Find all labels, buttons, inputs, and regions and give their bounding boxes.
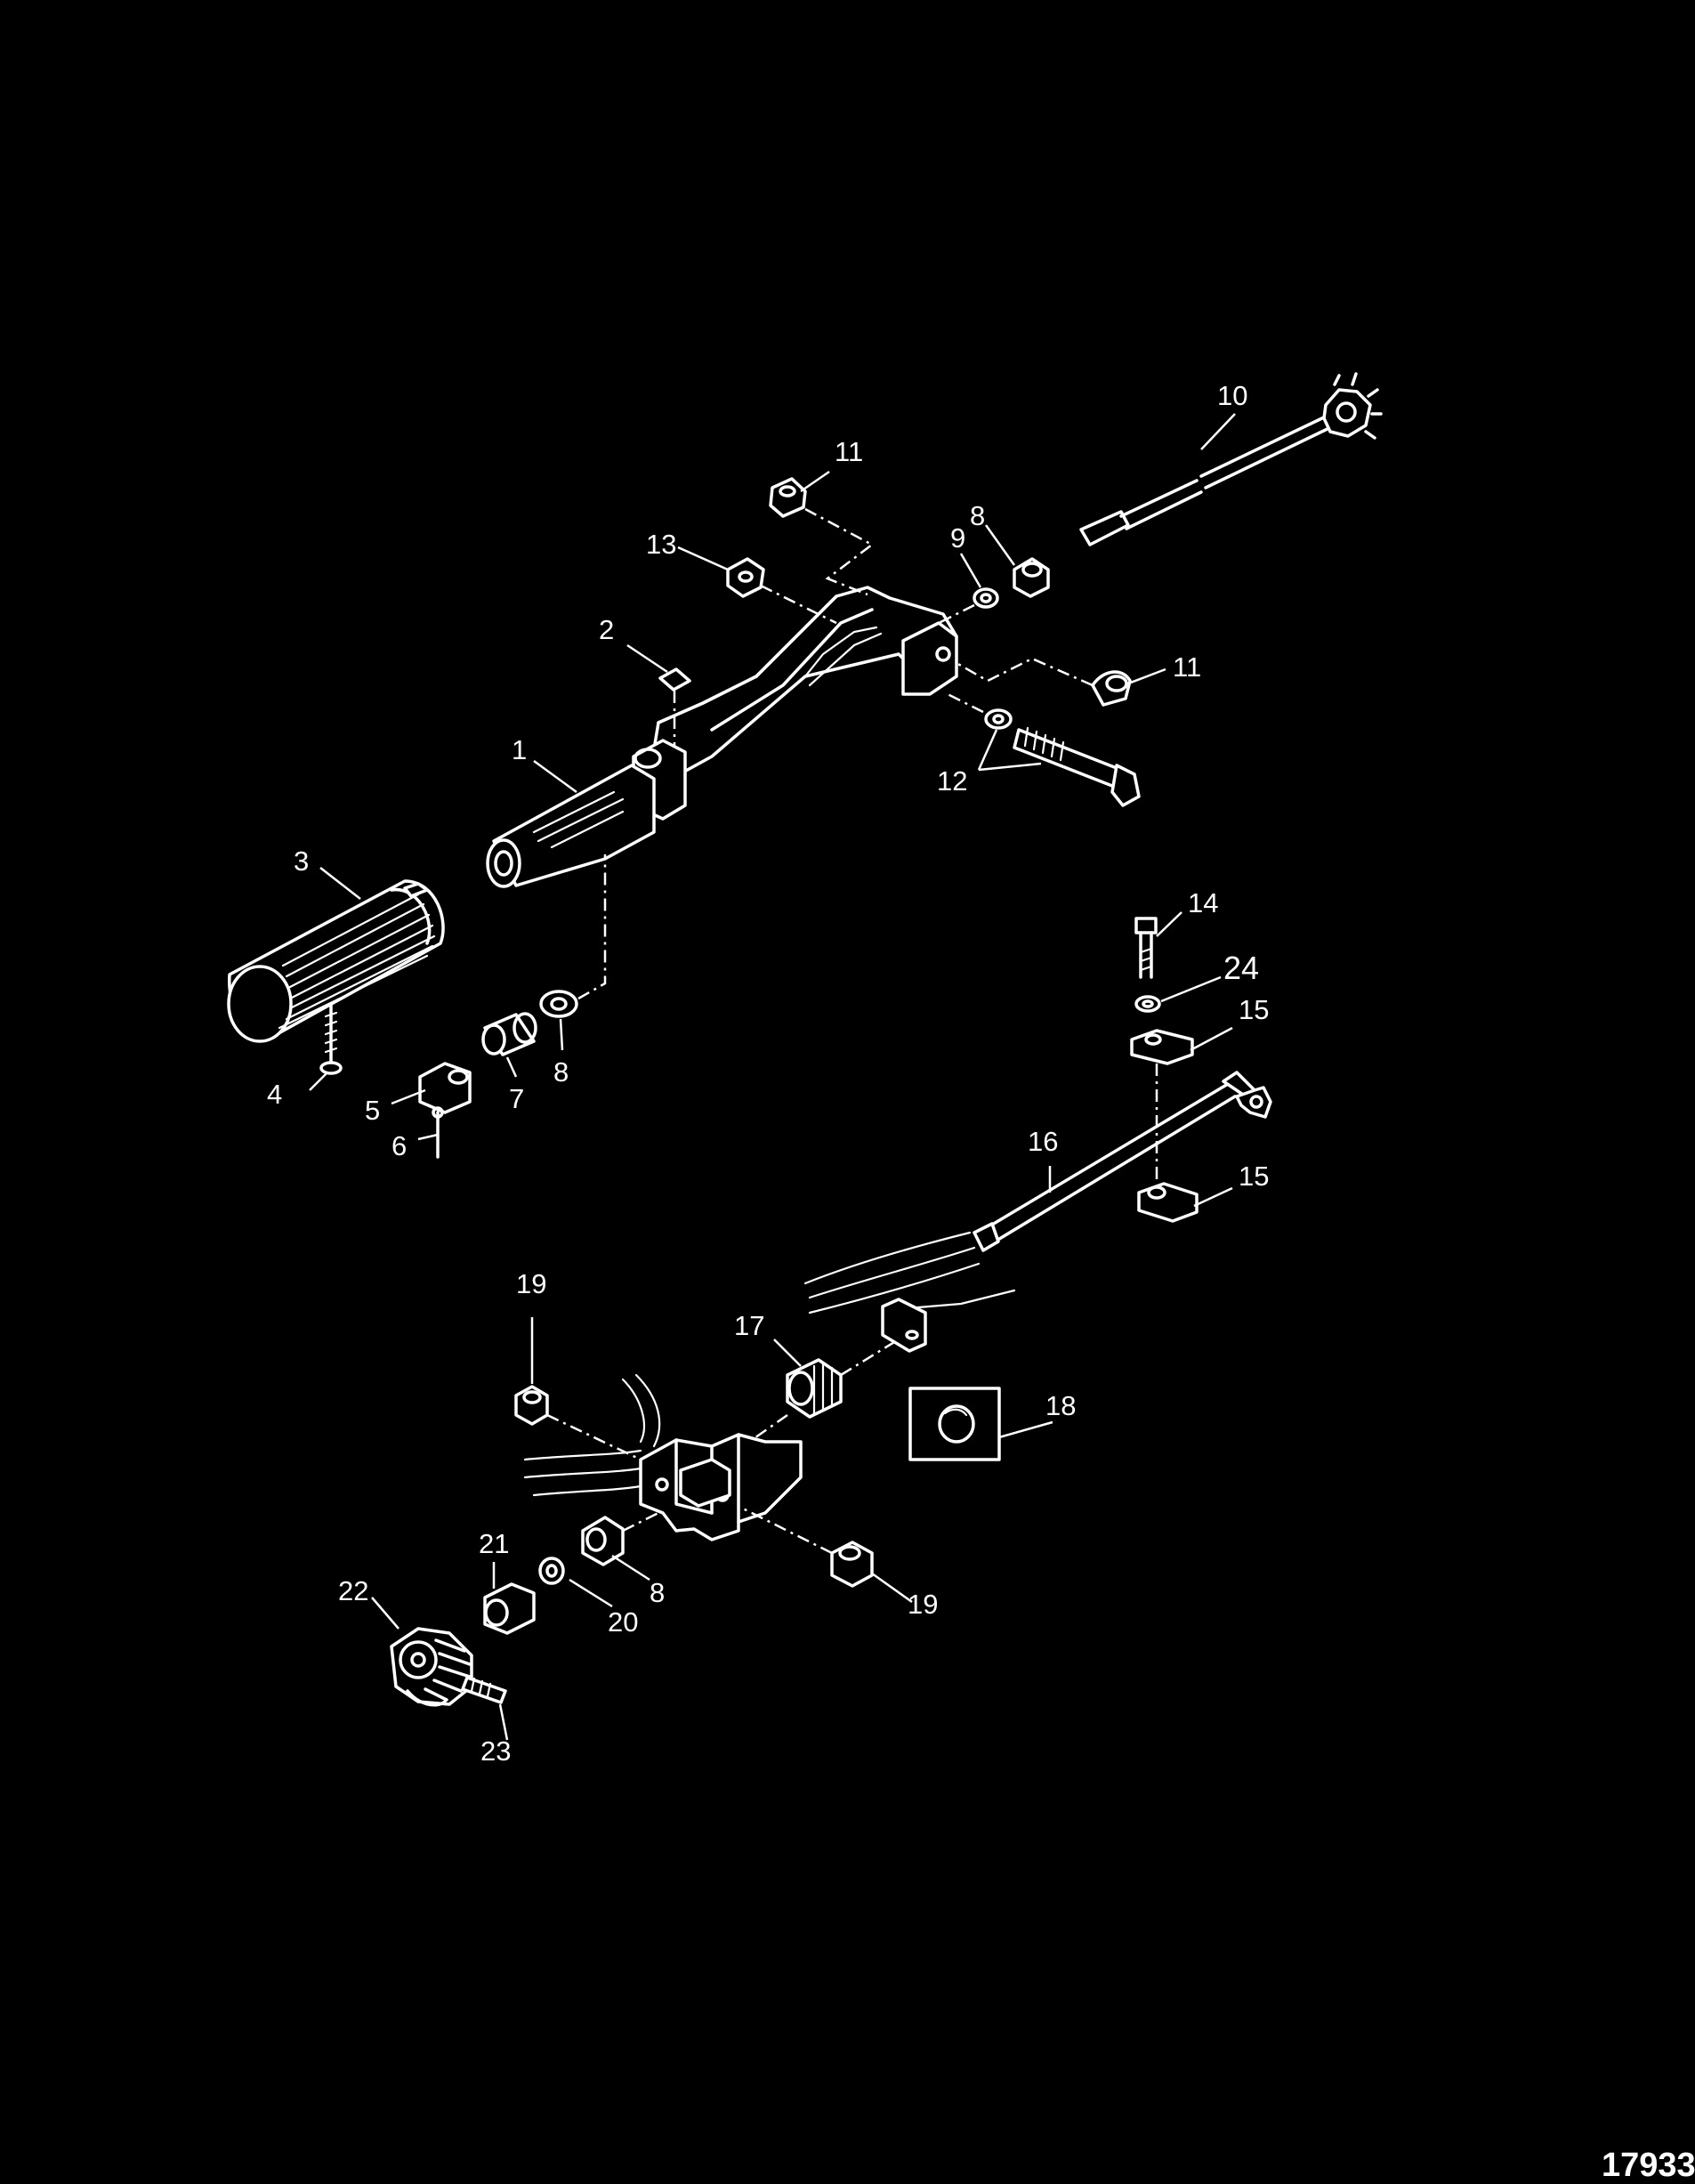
callout-2: 2: [599, 614, 614, 645]
rod-10: [1079, 372, 1383, 546]
screw-4: [319, 1004, 343, 1075]
screw-19-right: [742, 1507, 874, 1588]
callout-4: 4: [267, 1079, 282, 1110]
washer-20: [538, 1557, 565, 1585]
callout-7: 7: [509, 1083, 524, 1114]
callout-19-left: 19: [516, 1268, 546, 1299]
callout-11-top: 11: [835, 436, 863, 467]
callout-labels: 1 2 3 4 5 6 7 8 11 13 9 8 10 11 12 14 24…: [267, 380, 1269, 1767]
callout-19-right: 19: [908, 1589, 938, 1620]
leader-lines: [309, 413, 1236, 1741]
bracket: [639, 1433, 803, 1541]
callout-8-left: 8: [553, 1056, 569, 1088]
callout-3: 3: [294, 845, 309, 877]
link-block: [881, 1298, 927, 1353]
bolt-14: [1134, 917, 1158, 979]
callout-24: 24: [1223, 950, 1259, 986]
tiller-arm: [486, 586, 958, 888]
callout-12: 12: [937, 765, 967, 797]
screw-19-left: [514, 1385, 642, 1461]
bolt-12: [947, 692, 1141, 807]
callout-22: 22: [338, 1575, 368, 1606]
callout-6: 6: [391, 1130, 407, 1161]
part-5-block: [418, 1062, 472, 1159]
bushing-21: [483, 1582, 536, 1635]
lever-arm-lines: [523, 1231, 1016, 1497]
callout-15-lower: 15: [1239, 1161, 1269, 1192]
callout-1: 1: [512, 734, 527, 765]
callout-8-top: 8: [970, 500, 985, 531]
washer-24: [1134, 995, 1161, 1013]
callout-5: 5: [365, 1095, 380, 1126]
washer-9: [929, 587, 999, 629]
screw-11-top: [769, 477, 875, 596]
callout-13: 13: [646, 529, 676, 560]
callout-20: 20: [608, 1606, 638, 1638]
clamp-15-upper: [1130, 1029, 1194, 1184]
bushing-17: [742, 1338, 900, 1448]
bushing-8-lower: [581, 1511, 659, 1566]
figure-number: 17933: [1602, 2147, 1695, 2184]
callout-10: 10: [1217, 380, 1247, 411]
callout-23: 23: [480, 1735, 511, 1767]
knob-22: [390, 1627, 473, 1707]
part-18-box: [908, 1387, 1001, 1461]
setscrew-23: [461, 1676, 507, 1704]
bushing-8-left: [539, 854, 607, 1018]
clamp-15-lower: [1137, 1182, 1199, 1223]
callout-16: 16: [1028, 1126, 1058, 1157]
callout-14: 14: [1188, 887, 1218, 918]
callout-9: 9: [950, 522, 965, 554]
callout-17: 17: [734, 1310, 764, 1341]
callout-21: 21: [479, 1528, 509, 1559]
callout-18: 18: [1045, 1390, 1076, 1421]
callout-15-upper: 15: [1239, 994, 1269, 1025]
handle-grip: [227, 879, 445, 1043]
screw-11-right: [956, 657, 1132, 707]
nut-13: [726, 557, 837, 625]
bushing-7: [481, 1012, 537, 1056]
link-rod-16: [973, 1071, 1272, 1252]
bushing-8-top: [1013, 557, 1050, 598]
callout-11-right: 11: [1173, 651, 1201, 683]
callout-8-lower: 8: [650, 1577, 665, 1608]
